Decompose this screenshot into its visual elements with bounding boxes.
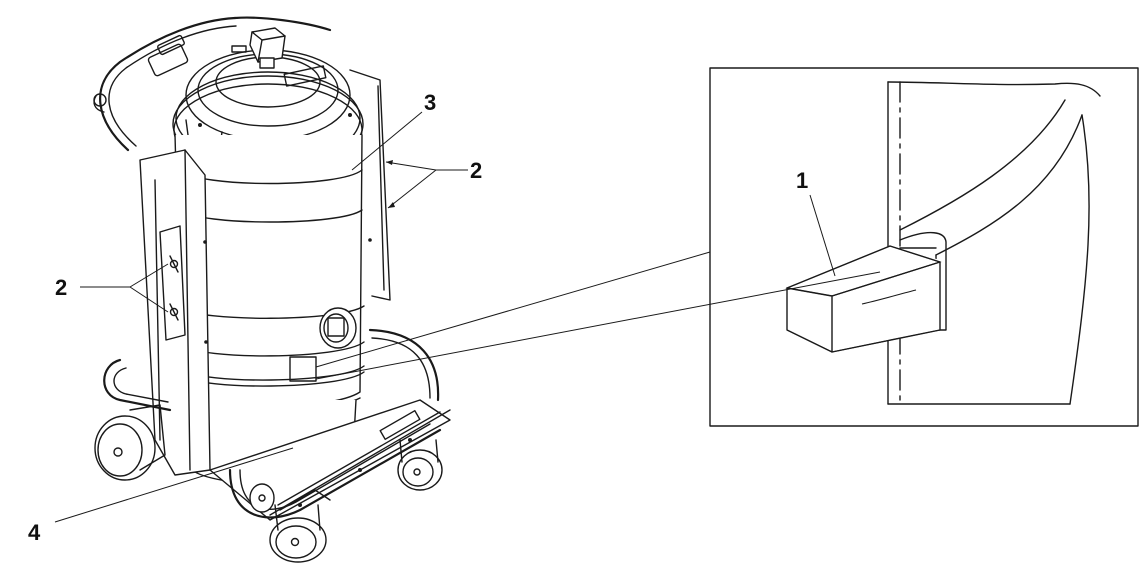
caster-rear	[249, 483, 275, 513]
detail-inset	[709, 67, 1139, 427]
callout-4: 4	[28, 520, 41, 545]
detail-marker-box	[289, 356, 317, 382]
callout-2-right: 2	[470, 158, 482, 183]
callout-2-left: 2	[55, 275, 67, 300]
caster-right	[397, 439, 443, 491]
callout-3: 3	[424, 90, 436, 115]
foam-strip	[785, 245, 942, 353]
caster-front	[269, 504, 327, 563]
callout-labels: 1 2 2 3 4	[28, 90, 808, 545]
callout-1: 1	[796, 168, 808, 193]
vacuum-cleaner-illustration	[93, 16, 451, 563]
caster-left	[94, 404, 166, 481]
leader-lines	[54, 111, 881, 523]
